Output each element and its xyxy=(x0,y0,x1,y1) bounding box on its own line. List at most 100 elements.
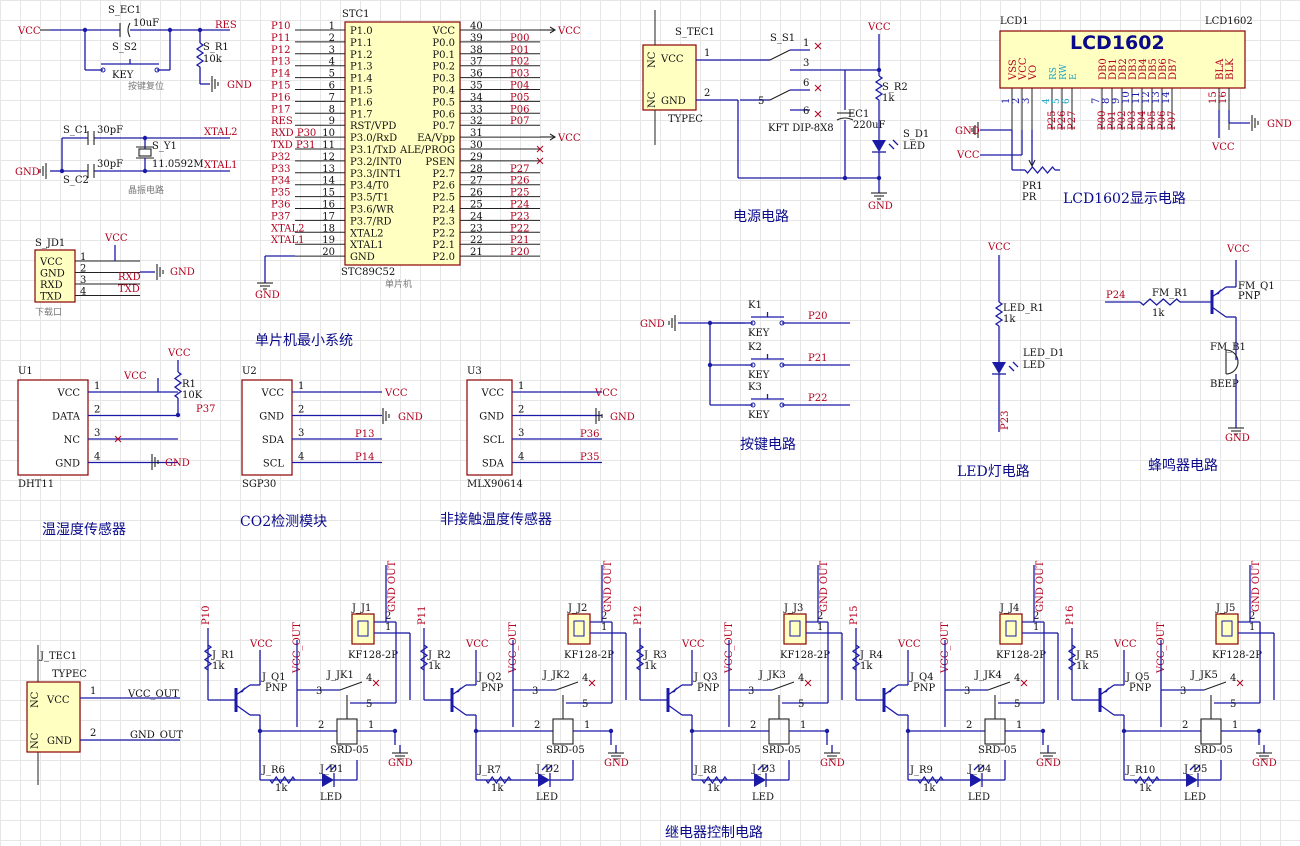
mcu-net-label: P02 xyxy=(510,57,529,68)
relay-led-val: LED xyxy=(968,792,990,803)
ground-icon xyxy=(1040,745,1056,760)
pin-num: 2 xyxy=(966,720,972,731)
junction-dot xyxy=(842,175,848,181)
led-icon xyxy=(992,361,1019,375)
mcu-net-label: P15 xyxy=(271,81,290,92)
ir-pin: SDA xyxy=(482,459,505,470)
vcc-label: VCC xyxy=(17,26,41,37)
transistor-pnp-icon xyxy=(1098,684,1115,716)
ground-icon xyxy=(871,185,887,200)
gnd-label: GND xyxy=(1252,758,1277,769)
lcd-net: P06 xyxy=(1157,111,1168,130)
title-keys: 按键电路 xyxy=(740,437,796,453)
lcd-net: P02 xyxy=(1117,111,1128,130)
mcu-pin-number: 28 xyxy=(470,164,483,175)
mcu-pin-number: 23 xyxy=(470,223,483,234)
mcu-pin-name: P0.3 xyxy=(432,74,455,85)
mcu-pin-name: P3.1/TxD xyxy=(350,145,396,156)
mcu-pin-number: 40 xyxy=(470,21,483,32)
key-val: KEY xyxy=(748,410,770,421)
mcu-net-label: P21 xyxy=(510,235,529,246)
lcd-pin-num: 11 xyxy=(1131,91,1142,104)
ir-pin: GND xyxy=(479,412,504,423)
mcu-pin-number: 15 xyxy=(322,188,335,199)
pushbutton-icon xyxy=(745,394,790,408)
pin-num: 5 xyxy=(366,699,372,710)
mcu-pin-name: P1.3 xyxy=(350,62,373,73)
title-mcu: 单片机最小系统 xyxy=(255,333,353,349)
vcc-label: VCC xyxy=(1113,639,1137,650)
mcu-pin-name: P3.0/RxD xyxy=(350,133,397,144)
mcu-pin-name: P1.6 xyxy=(350,97,373,108)
cap-c1-val: 30pF xyxy=(97,125,123,136)
buzzer-res-val: 1k xyxy=(1152,308,1165,319)
ir-ref: U3 xyxy=(467,366,482,377)
relay-jk-ref: J_JK2 xyxy=(542,670,570,681)
pin-num: 5 xyxy=(1230,699,1236,710)
mcu-pin-number: 26 xyxy=(470,188,483,199)
mcu-pin-name: P1.7 xyxy=(350,109,373,120)
relay-q-val: PNP xyxy=(481,683,503,694)
download-pin: RXD xyxy=(40,280,63,291)
mcu-pin-number: 24 xyxy=(470,211,483,222)
key-ref: K1 xyxy=(748,300,762,311)
mcu-pin-number: 33 xyxy=(470,104,483,115)
vcc-label: VCC xyxy=(897,639,921,650)
mcu-pin-name: P3.2/INT0 xyxy=(350,157,402,168)
mcu-pin-number: 25 xyxy=(470,200,483,211)
mcu-pin-name: P0.1 xyxy=(432,50,455,61)
resistor-icon xyxy=(851,644,861,671)
relay-led-ref: J_D2 xyxy=(535,764,559,775)
junction-dot xyxy=(82,27,88,33)
reset-cap-ref: S_EC1 xyxy=(108,5,141,16)
lcd-pin-name: DB4 xyxy=(1138,58,1149,80)
transistor-pnp-icon xyxy=(882,684,899,716)
reset-cap-val: 10uF xyxy=(133,18,159,29)
power-pin-nc: NC xyxy=(647,91,658,108)
mcu-net-label: P06 xyxy=(510,104,529,115)
junction-dot xyxy=(876,175,882,181)
title-lcd: LCD1602显示电路 xyxy=(1063,191,1186,207)
transistor-pnp-icon xyxy=(234,684,251,716)
resistor-icon xyxy=(485,775,512,785)
mcu-net-label: P20 xyxy=(510,247,529,258)
relay-conn-part: KF128-2P xyxy=(564,650,614,661)
mcu-net-label: XTAL2 xyxy=(271,223,304,234)
resistor-icon xyxy=(173,371,183,399)
relay-q-ref: J_Q5 xyxy=(1125,672,1150,683)
lcd-pin-name: DB6 xyxy=(1158,58,1169,80)
title-relay: 继电器控制电路 xyxy=(665,825,763,841)
mcu-pin-number: 14 xyxy=(322,176,335,187)
relay-gnd-out: GND OUT xyxy=(387,560,398,612)
co2-pin-num: 4 xyxy=(298,452,304,463)
mcu-pin-number: 19 xyxy=(322,235,335,246)
dht-pin-num: 4 xyxy=(94,452,100,463)
lcd-pin-num: 12 xyxy=(1141,91,1152,104)
lcd-pin-num: 8 xyxy=(1101,98,1112,104)
relay-conn-part: KF128-2P xyxy=(1212,650,1262,661)
mcu-pin-number: 36 xyxy=(470,69,483,80)
gnd-label: GND xyxy=(820,758,845,769)
relay-conn-part: KF128-2P xyxy=(348,650,398,661)
mcu-pin-name: P3.4/T0 xyxy=(350,181,389,192)
lcd-net: P04 xyxy=(1137,111,1148,130)
lcd-pin-name: DB1 xyxy=(1108,58,1119,80)
mcu-pin-number: 20 xyxy=(322,247,335,258)
mcu-net-label: TXD P31 xyxy=(271,140,315,151)
resistor-icon xyxy=(419,644,429,671)
gnd-label: GND xyxy=(604,758,629,769)
junction-dot xyxy=(59,168,65,174)
lcd-pin-name: BLA xyxy=(1215,58,1226,80)
power-pin-gnd: GND xyxy=(661,96,686,107)
mcu-pin-number: 32 xyxy=(470,116,483,127)
dht-pin: DATA xyxy=(52,412,81,423)
relay-gnd-out: GND OUT xyxy=(1251,560,1262,612)
pin-num: 2 xyxy=(318,720,324,731)
lcd-pin-num: 7 xyxy=(1091,98,1102,104)
relay-led-val: LED xyxy=(536,792,558,803)
